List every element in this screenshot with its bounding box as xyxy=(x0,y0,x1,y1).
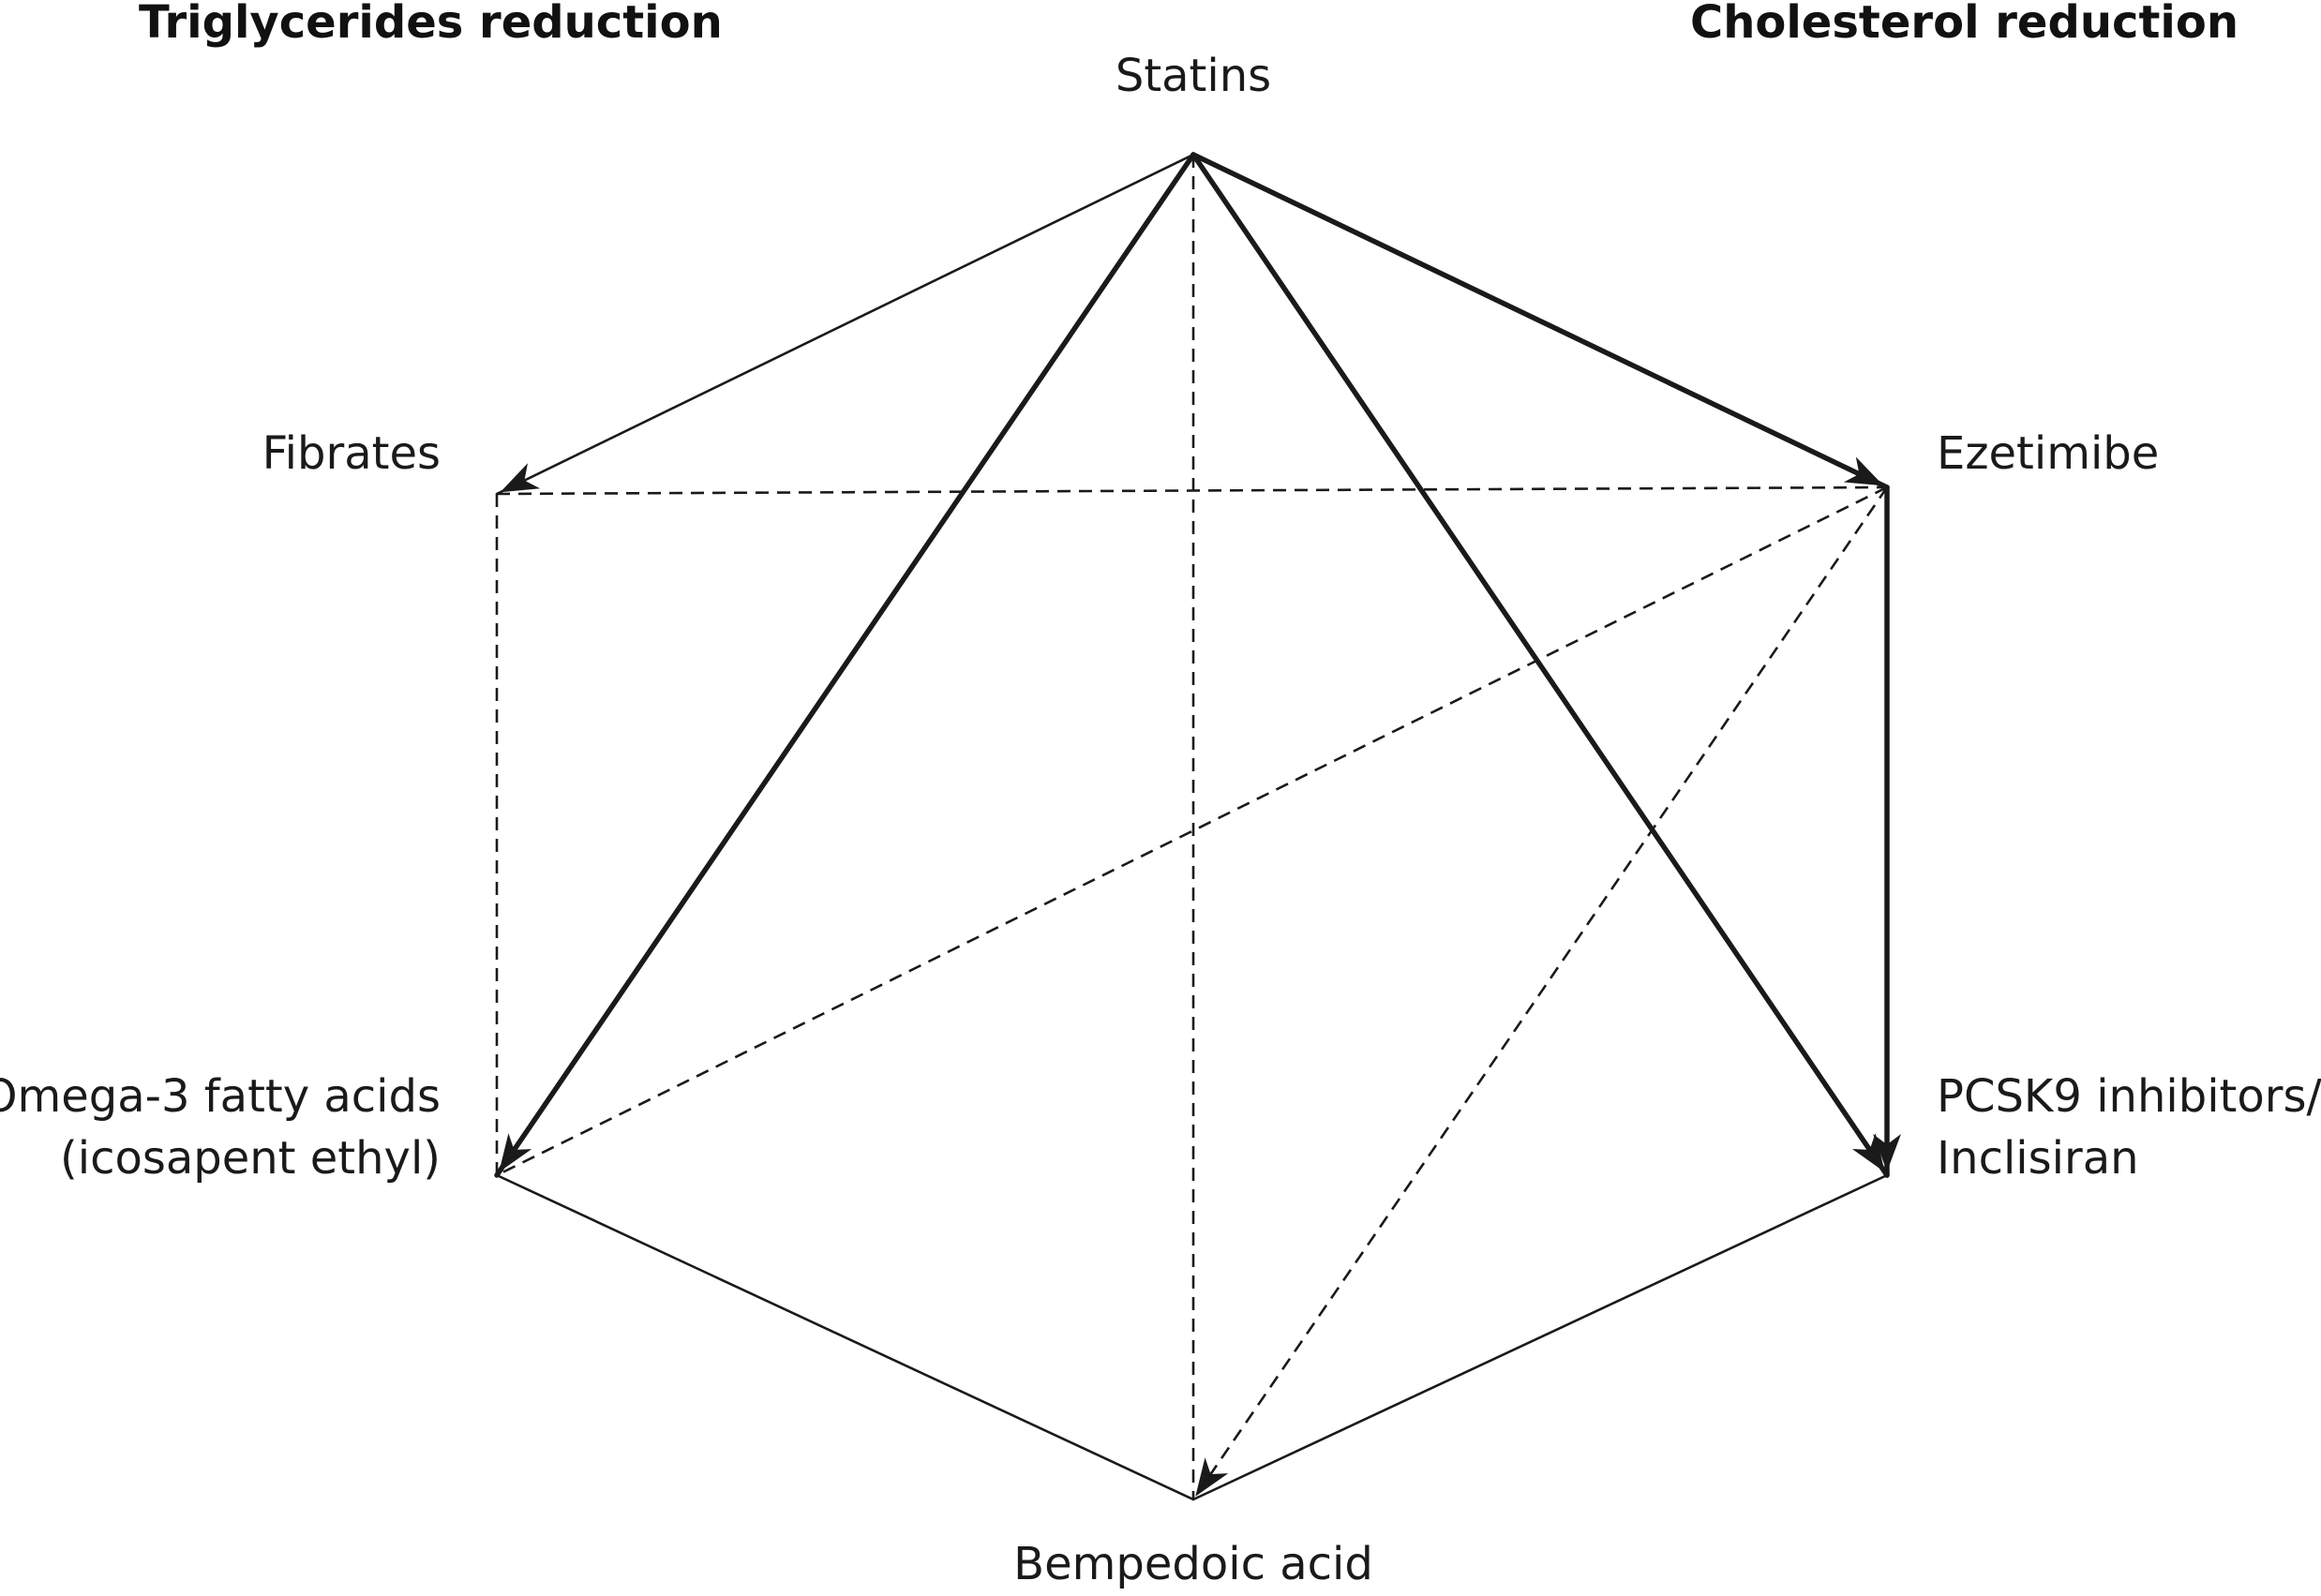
heading-cholesterol: Cholesterol reduction xyxy=(1690,0,2239,49)
arrowhead-statins-to-fibrates xyxy=(500,463,541,493)
node-label-line: Ezetimibe xyxy=(1937,427,2159,480)
edge-omega3-to-bempedoic xyxy=(495,1173,1195,1501)
edge-fibrates-to-ezetimibe xyxy=(496,485,1888,496)
node-label-line: Fibrates xyxy=(262,427,441,480)
arrowhead-statins-to-ezetimibe xyxy=(1843,456,1884,486)
edge-pcsk9-to-bempedoic xyxy=(1191,1173,1889,1501)
arrowhead-ezetimibe-to-bempedoic xyxy=(1195,1457,1229,1497)
node-label-statins: Statins xyxy=(1116,50,1271,102)
edge-ezetimibe-to-bempedoic xyxy=(1191,486,1889,1500)
node-label-bempedoic: Bempedoic acid xyxy=(1013,1538,1373,1590)
arrowhead-ezetimibe-to-pcsk9 xyxy=(1873,1134,1901,1171)
node-label-pcsk9: PCSK9 inhibitors/Inclisiran xyxy=(1937,1070,2321,1185)
edge-statins-to-fibrates xyxy=(495,153,1195,496)
node-label-line: Inclisiran xyxy=(1937,1132,2139,1185)
node-label-line: Omega-3 fatty acids xyxy=(0,1070,441,1123)
arrowhead-statins-to-omega3 xyxy=(499,1133,532,1172)
node-label-line: (icosapent ethyl) xyxy=(60,1132,441,1185)
node-label-line: Statins xyxy=(1116,50,1271,102)
edge-ezetimibe-to-omega3 xyxy=(496,485,1888,1177)
edges-layer xyxy=(494,152,1890,1501)
arrowheads-layer xyxy=(499,456,1901,1497)
node-label-line: PCSK9 inhibitors/ xyxy=(1937,1070,2321,1123)
node-label-ezetimibe: Ezetimibe xyxy=(1937,427,2159,480)
edge-statins-to-omega3 xyxy=(494,152,1196,1178)
edge-statins-to-pcsk9 xyxy=(1190,152,1890,1178)
node-label-omega3: Omega-3 fatty acids (icosapent ethyl) xyxy=(0,1070,441,1185)
edge-statins-to-ezetimibe xyxy=(1190,152,1890,490)
heading-triglycerides: Triglycerides reduction xyxy=(139,0,723,49)
node-label-fibrates: Fibrates xyxy=(262,427,441,480)
node-label-line: Bempedoic acid xyxy=(1013,1538,1373,1590)
